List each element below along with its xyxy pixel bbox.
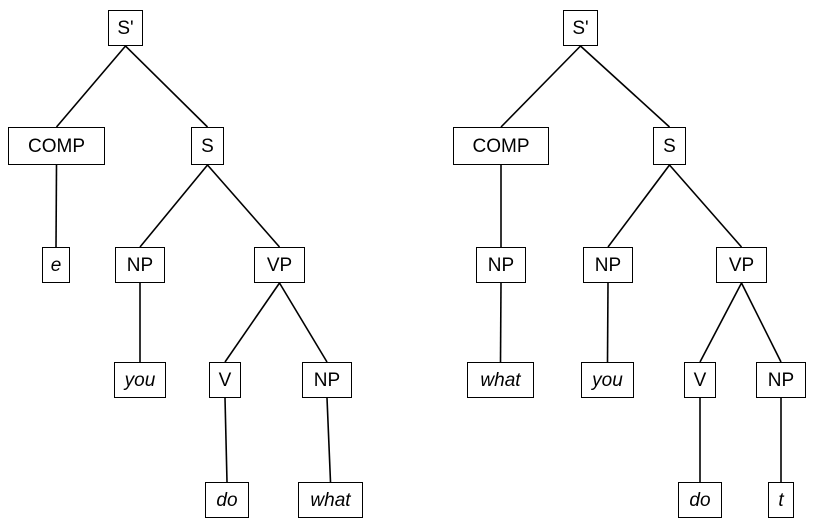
tree-edge-l-comp-to-l-e xyxy=(55,164,58,248)
tree-edge-r-vp-to-r-v xyxy=(699,282,743,363)
tree-node-l-v: V xyxy=(209,362,241,398)
tree-node-r-vp: VP xyxy=(716,247,767,283)
tree-node-r-comp: COMP xyxy=(453,127,549,165)
tree-node-r-np2: NP xyxy=(756,362,806,398)
tree-node-r-t: t xyxy=(768,482,794,518)
tree-node-r-v: V xyxy=(684,362,716,398)
tree-node-r-do: do xyxy=(678,482,722,518)
tree-edge-r-sbar-to-r-s xyxy=(579,45,671,128)
tree-edge-l-s-to-l-np1 xyxy=(139,164,209,248)
tree-node-l-what: what xyxy=(298,482,363,518)
tree-node-r-s: S xyxy=(653,127,686,165)
tree-edge-r-s-to-r-vp xyxy=(668,164,743,248)
tree-node-r-np0: NP xyxy=(476,247,526,283)
tree-node-l-e: e xyxy=(42,247,70,283)
tree-node-l-comp: COMP xyxy=(8,127,105,165)
tree-node-l-do: do xyxy=(205,482,249,518)
tree-node-r-sbar: S' xyxy=(563,10,598,46)
tree-edge-r-vp-to-r-np2 xyxy=(740,282,782,363)
tree-edge-l-sbar-to-l-s xyxy=(124,45,209,128)
tree-edge-l-vp-to-l-v xyxy=(224,282,281,363)
tree-node-r-what: what xyxy=(467,362,534,398)
tree-node-l-sbar: S' xyxy=(108,10,143,46)
tree-node-l-s: S xyxy=(191,127,224,165)
tree-edge-l-vp-to-l-np2 xyxy=(278,282,328,363)
tree-edge-l-v-to-l-do xyxy=(224,397,228,483)
tree-edge-l-np2-to-l-what xyxy=(326,397,332,483)
tree-node-l-np2: NP xyxy=(302,362,352,398)
tree-node-l-np1: NP xyxy=(115,247,165,283)
tree-edge-l-s-to-l-vp xyxy=(206,164,281,248)
tree-node-r-you: you xyxy=(581,362,634,398)
tree-node-l-you: you xyxy=(114,362,166,398)
tree-edge-r-np1-to-r-you xyxy=(606,282,609,363)
tree-edge-r-np0-to-r-what xyxy=(499,282,502,363)
tree-edge-r-s-to-r-np1 xyxy=(607,164,671,248)
tree-node-l-vp: VP xyxy=(254,247,305,283)
tree-edge-l-sbar-to-l-comp xyxy=(55,45,127,128)
tree-edge-r-sbar-to-r-comp xyxy=(500,45,582,128)
tree-node-r-np1: NP xyxy=(583,247,633,283)
